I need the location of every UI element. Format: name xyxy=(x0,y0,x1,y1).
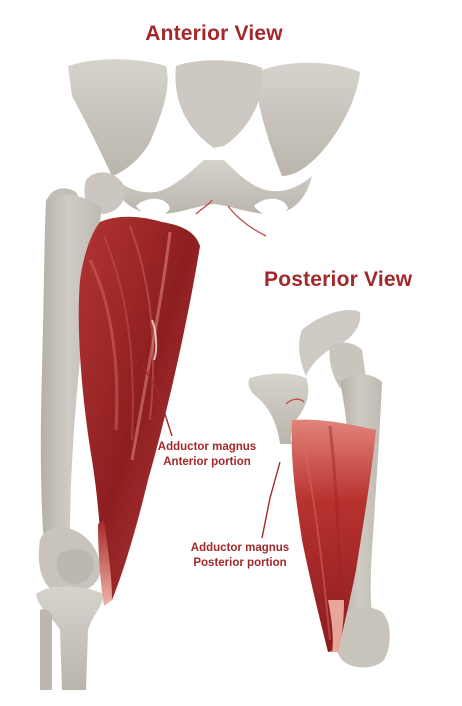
posterior-iliac-wing xyxy=(299,310,361,376)
anterior-patella xyxy=(56,549,94,584)
posterior-pelvis xyxy=(248,310,361,444)
anterior-sacrum xyxy=(175,60,263,148)
anterior-lower-leg xyxy=(36,549,104,690)
posterior-adductor-magnus xyxy=(291,419,376,652)
anterior-adductor-magnus xyxy=(78,216,200,606)
posterior-callout-leader xyxy=(261,461,281,539)
posterior-femoral-condyles xyxy=(334,607,390,668)
posterior-muscle-body xyxy=(291,419,376,652)
posterior-muscle-label-line2: Posterior portion xyxy=(193,557,287,569)
anterior-obturator-right xyxy=(254,198,288,216)
anterior-pelvis xyxy=(68,59,360,237)
anterior-muscle-label-line1: Adductor magnus xyxy=(157,441,257,453)
anterior-muscle-tendon xyxy=(98,520,112,606)
anterior-iliac-wing-right xyxy=(258,62,360,176)
anterior-obturator-left xyxy=(136,198,170,216)
posterior-ischium xyxy=(248,373,309,444)
posterior-muscle-tendon xyxy=(328,600,344,652)
anterior-iliac-wing-left xyxy=(68,59,168,176)
posterior-view-title: Posterior View xyxy=(264,268,413,291)
posterior-muscle-label: Adductor magnus Posterior portion xyxy=(176,541,304,571)
anterior-callout-leader xyxy=(141,363,173,437)
anterior-fibula xyxy=(40,609,52,690)
anterior-muscle-label: Adductor magnus Anterior portion xyxy=(146,440,268,470)
anterior-view-title: Anterior View xyxy=(145,22,283,45)
anterior-tibia xyxy=(36,586,104,690)
anterior-muscle-label-line2: Anterior portion xyxy=(163,456,251,468)
posterior-muscle-label-line1: Adductor magnus xyxy=(190,542,290,554)
